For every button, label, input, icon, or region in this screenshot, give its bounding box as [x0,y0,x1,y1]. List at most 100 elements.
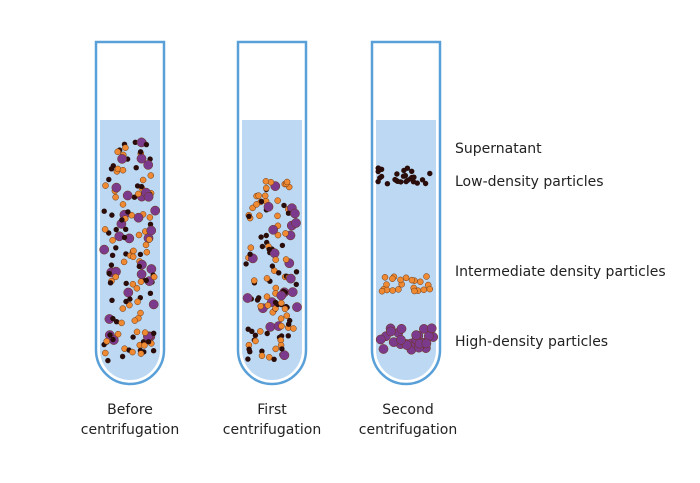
intermediate-density-particle [426,285,434,293]
low-density-particle [132,139,138,145]
low-density-particle [285,210,292,216]
low-density-particle [286,321,292,327]
low-density-particle [145,339,152,345]
low-density-particle [285,333,291,339]
intermediate-density-particle [257,328,264,335]
low-density-particle [279,346,285,352]
intermediate-density-particle [252,337,259,345]
low-density-particle [119,353,126,360]
low-density-particle [110,336,116,343]
low-density-particle [143,277,149,284]
intermediate-density-particle [389,287,396,294]
intermediate-density-particle [389,275,396,282]
intermediate-density-particle [114,148,121,156]
low-density-particle [398,179,404,185]
low-density-particle [150,348,157,354]
low-density-particle [246,213,252,219]
high-density-particle [111,182,122,193]
tube-before-centrifugation [94,40,166,386]
intermediate-density-particle [147,172,155,179]
low-density-particle [252,332,259,338]
low-density-particle [263,232,269,239]
low-density-particle [113,319,120,325]
intermediate-density-particle [282,230,289,237]
intermediate-density-particle [133,285,141,292]
intermediate-density-particle [283,178,291,186]
intermediate-density-particle [109,237,116,244]
high-density-particle [242,293,253,303]
intermediate-density-particle [135,190,142,198]
intermediate-density-particle [137,309,144,317]
tube-2-glass [236,40,308,386]
high-density-particle [99,244,110,255]
high-density-particle [143,191,154,202]
intermediate-density-particle [146,214,154,221]
high-density-particle [396,323,407,334]
high-density-particle [146,225,157,236]
high-density-particle [133,212,144,223]
low-density-particle [147,290,154,296]
tube-first-centrifugation [236,40,308,386]
high-density-particle [378,344,389,354]
low-density-particle [108,262,115,268]
high-density-particle [375,334,386,345]
tube-1-label-line2: centrifugation [80,422,180,438]
low-density-particle [113,245,119,251]
tube-3-liquid [376,120,436,380]
intermediate-density-particle [137,350,145,357]
low-density-particle [106,176,112,183]
high-density-particle [421,338,432,349]
high-density-label: High-density particles [455,334,609,350]
low-density-particle [243,261,249,267]
intermediate-density-particle [411,287,418,295]
intermediate-density-particle [266,354,273,361]
intermediate-density-particle [135,231,143,239]
low-density-particle [264,330,270,337]
intermediate-density-particle [131,317,139,324]
high-density-particle [290,208,300,219]
low-density-particle [109,297,115,303]
high-density-particle [143,160,154,170]
intermediate-density-particle [283,312,291,319]
low-density-particle [276,270,282,276]
intermediate-density-particle [274,212,281,220]
intermediate-density-particle [112,273,119,281]
tube-2-label: First centrifugation [202,400,342,440]
low-density-particle [271,356,277,362]
intermediate-density-particle [129,253,137,261]
low-density-particle [107,332,113,338]
intermediate-density-particle [129,348,136,356]
intermediate-density-particle [142,241,150,249]
intermediate-density-particle [126,301,133,309]
high-density-particle [396,334,406,345]
tube-2-label-line1: First [257,402,287,418]
low-density-particle [279,242,286,249]
intermediate-density-particle [381,274,389,281]
tube-1-glass [94,40,166,386]
low-density-particle [245,356,251,362]
intermediate-density-particle [122,144,129,151]
intermediate-density-particle [141,342,148,349]
intermediate-density-particle [262,178,270,185]
intermediate-density-particle [250,277,258,284]
tube-3-glass [370,40,442,386]
tube-second-centrifugation [370,40,442,386]
intermediate-density-particle [257,302,264,310]
intermediate-density-particle [263,184,270,192]
low-density-particle [402,172,409,179]
intermediate-density-particle [274,231,282,239]
intermediate-density-particle [402,274,410,282]
intermediate-density-particle [120,258,128,266]
low-density-particle [151,330,157,336]
low-density-particle [392,176,398,183]
low-density-particle [127,296,133,302]
low-density-particle [293,281,299,288]
low-density-particle [266,246,272,253]
high-density-particle [150,205,161,216]
intermediate-density-particle [134,298,141,306]
intermediate-density-particle [102,182,109,189]
low-density-particle [133,165,139,171]
tube-2-particles [242,178,302,362]
intermediate-density-particle [263,275,271,282]
intermediate-density-particle [274,197,281,204]
